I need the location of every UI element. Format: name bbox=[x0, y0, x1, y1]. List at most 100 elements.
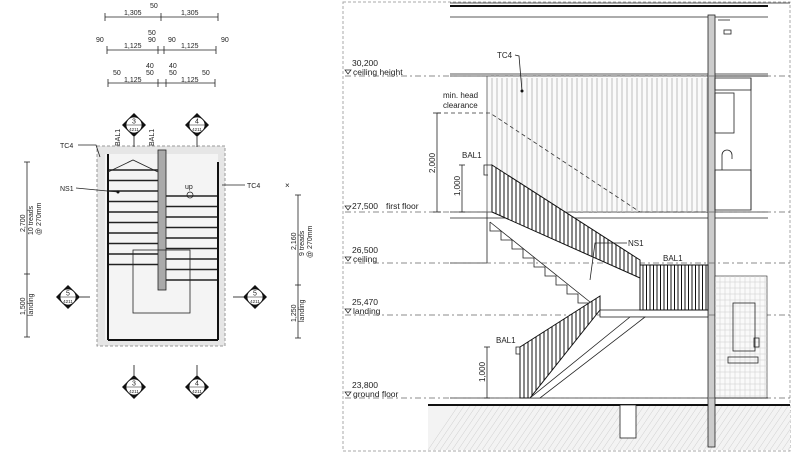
marker-number: 3 bbox=[132, 119, 136, 126]
level-triangle-icon bbox=[344, 205, 352, 211]
level-label: ceiling height bbox=[353, 67, 403, 77]
tc4-leader bbox=[78, 144, 101, 158]
dim-text: 1,305 bbox=[124, 10, 142, 17]
dim-text: 2,000 bbox=[428, 152, 437, 173]
dimension-row-2: 90 1,125 50 90 90 1,125 90 bbox=[96, 30, 229, 54]
dim-text: 1,125 bbox=[181, 77, 199, 84]
tc4-label-right: TC4 bbox=[247, 183, 260, 190]
dim-text: 90 bbox=[168, 37, 176, 44]
level-value: 27,500 bbox=[352, 201, 378, 211]
dim-text: 40 bbox=[169, 63, 177, 70]
level-value: 25,470 bbox=[352, 297, 378, 307]
ground-hatch bbox=[427, 405, 791, 451]
footing bbox=[619, 404, 637, 439]
party-wall bbox=[707, 14, 716, 448]
dim-text: 2,160 bbox=[291, 232, 298, 250]
dim-text: 1,125 bbox=[124, 43, 142, 50]
bal1-label: BAL1 bbox=[496, 336, 516, 345]
marker-sheet: 4211 bbox=[63, 299, 73, 304]
upper-flight-steps bbox=[489, 222, 590, 312]
dimension-row-3: 50 1,125 40 50 40 50 1,125 50 bbox=[107, 63, 216, 87]
handrail-end-lower bbox=[515, 346, 520, 355]
dim-text: @ 270mm bbox=[307, 225, 314, 258]
level-value: 23,800 bbox=[352, 380, 378, 390]
dim-text: 1,000 bbox=[478, 361, 487, 382]
dim-text: 1,500 bbox=[20, 297, 27, 315]
leader-dot bbox=[116, 190, 120, 194]
lower-stringer bbox=[528, 316, 647, 399]
level-label: landing bbox=[353, 306, 381, 316]
ns1-label: NS1 bbox=[60, 186, 74, 193]
marker-sheet: 4211 bbox=[192, 389, 202, 394]
head-clearance-label: min. head bbox=[443, 91, 478, 100]
level-triangle-icon bbox=[344, 69, 352, 75]
dim-text: 90 bbox=[221, 37, 229, 44]
dim-text: 1,125 bbox=[181, 43, 199, 50]
dim-text: 2,700 bbox=[20, 214, 27, 232]
marker-sheet: 4211 bbox=[129, 389, 139, 394]
landing-outline bbox=[132, 249, 191, 314]
upper-balusters bbox=[495, 167, 637, 277]
handrail-end-upper bbox=[483, 164, 492, 176]
dim-text: 1,125 bbox=[124, 77, 142, 84]
level-value: 26,500 bbox=[352, 245, 378, 255]
marker-number: 5 bbox=[66, 291, 70, 298]
cross-mark: × bbox=[285, 181, 290, 190]
dim-text: landing bbox=[299, 299, 306, 322]
upper-stringer bbox=[489, 221, 601, 311]
dim-text: 50 bbox=[148, 30, 156, 37]
level-value: 30,200 bbox=[352, 58, 378, 68]
dim-text: 40 bbox=[146, 63, 154, 70]
dim-text: 9 treads bbox=[299, 230, 306, 256]
dim-text: landing bbox=[28, 293, 35, 316]
dim-text: 50 bbox=[169, 70, 177, 77]
bal1-label: BAL1 bbox=[462, 151, 482, 160]
kitchen bbox=[714, 19, 768, 211]
head-clearance-dimension: 2,000 bbox=[428, 112, 441, 213]
upper-handrail-dimension: 1,000 bbox=[453, 164, 465, 213]
level-label: first floor bbox=[386, 201, 419, 211]
lower-handrail-dimension: 1,000 bbox=[478, 346, 490, 399]
dim-text: 1,250 bbox=[291, 304, 298, 322]
section-border bbox=[342, 1, 791, 452]
tc4-label: TC4 bbox=[60, 143, 73, 150]
dim-text: 50 bbox=[146, 70, 154, 77]
lower-balusters bbox=[523, 298, 597, 398]
dim-text: 50 bbox=[202, 70, 210, 77]
right-dimension: 2,160 9 treads @ 270mm 1,250 landing bbox=[291, 194, 314, 339]
marker-number: 4 bbox=[195, 381, 199, 388]
center-wall bbox=[157, 149, 167, 291]
marker-number: 5 bbox=[253, 291, 257, 298]
head-clearance-label: clearance bbox=[443, 101, 478, 110]
stair-plan: 1,305 50 1,305 90 1,125 50 90 90 1,125 9… bbox=[20, 3, 314, 399]
dim-text: @ 270mm bbox=[36, 202, 43, 235]
up-label: up bbox=[185, 184, 193, 191]
ns1-leader bbox=[75, 187, 119, 193]
marker-number: 4 bbox=[195, 119, 199, 126]
ns1-label: NS1 bbox=[628, 239, 644, 248]
screen-slats bbox=[491, 78, 708, 212]
landing-balusters bbox=[642, 265, 707, 310]
bal1-label: BAL1 bbox=[663, 254, 683, 263]
head-clearance-line bbox=[437, 112, 708, 213]
up-arrow-marker bbox=[186, 191, 194, 199]
marker-sheet: 4211 bbox=[129, 127, 139, 132]
marker-sheet: 4211 bbox=[250, 299, 260, 304]
dimension-row-1: 1,305 50 1,305 bbox=[104, 3, 219, 21]
dim-text: 1,000 bbox=[453, 175, 462, 196]
dim-text: 50 bbox=[150, 3, 158, 10]
level-triangle-icon bbox=[344, 256, 352, 262]
tc4-label: TC4 bbox=[497, 51, 513, 60]
bal1-label: BAL1 bbox=[115, 129, 122, 146]
landing-slab bbox=[599, 309, 709, 318]
